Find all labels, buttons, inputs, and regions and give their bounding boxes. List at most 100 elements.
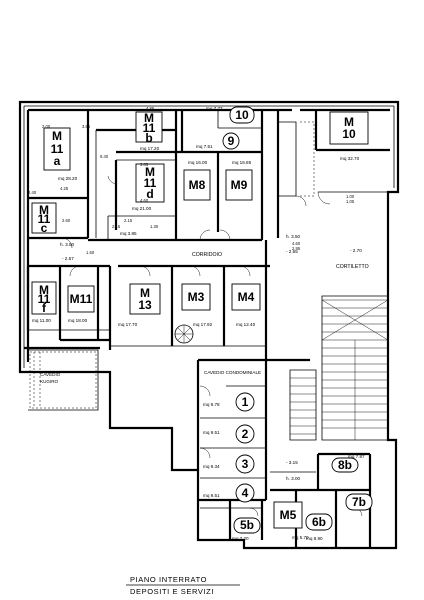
level-m315: - 3.15	[286, 460, 298, 465]
unit-m11a-line2: 11	[51, 142, 64, 156]
area-m8: mq 16.00	[188, 160, 208, 165]
drawing-title: PIANO INTERRATO DEPOSITI E SERVIZI	[126, 575, 240, 596]
area-m11: mq 18.00	[68, 318, 88, 323]
unit-boxes	[31, 111, 369, 529]
dim-460b: 4.60	[292, 241, 301, 246]
unit-box-m11c[interactable]	[31, 202, 57, 234]
area-small: mq 3.85	[120, 231, 137, 236]
unit-box-m11[interactable]	[67, 285, 95, 313]
level-m267: - 2.67	[62, 256, 74, 261]
unit-box-m4[interactable]	[231, 283, 261, 311]
area-m11d: mq 21.00	[132, 206, 152, 211]
unit-m9: M9	[231, 178, 248, 192]
corridoio-label: CORRIDOIO	[192, 252, 222, 258]
unit-box-m9[interactable]	[225, 169, 253, 201]
unit-m11d-line2: 11	[144, 176, 157, 190]
area-m10: mq 32.70	[340, 156, 360, 161]
dim-295: 2.95	[292, 246, 301, 251]
doors	[61, 175, 363, 517]
dim-100: 1.00	[346, 194, 355, 199]
hatch	[29, 121, 315, 409]
circle-c6b-area: mq 8.90	[306, 536, 323, 541]
unit-m11: M11	[70, 292, 93, 306]
circle-c8b-area: mq 7.87	[348, 454, 365, 459]
unit-box-m3[interactable]	[181, 283, 211, 311]
unit-m11d-line3: d	[146, 187, 153, 201]
unit-m11f-line1: M	[39, 283, 49, 297]
unit-areas: mq 28.20 mq 17.20 mq 21.00 mq 16.00 mq 1…	[32, 146, 360, 540]
dim-200: 2.00	[42, 124, 51, 129]
unit-m11b-line3: b	[145, 131, 152, 145]
dimensions: 2.00 3.85 4.85 2.40 2.60 9.40 4.25 4.60 …	[28, 106, 355, 255]
area-m3: mq 17.92	[193, 322, 213, 327]
unit-m11b-line1: M	[144, 111, 154, 125]
circle-c1-label: 1	[242, 395, 249, 409]
dim-215: 2.15	[124, 218, 133, 223]
unit-m11a-line3: a	[54, 154, 61, 168]
unit-box-m11f[interactable]	[31, 281, 57, 315]
unit-box-m11a[interactable]	[43, 127, 71, 171]
level-h300: h. 3.00	[286, 476, 300, 481]
cortiletto-label: CORTILETTO	[336, 264, 369, 270]
circle-c3-area: mq 9.34	[203, 464, 220, 469]
circle-c10-label: 10	[235, 108, 249, 122]
unit-box-m5[interactable]	[273, 501, 303, 529]
unit-box-m8[interactable]	[183, 169, 211, 201]
circle-c8b[interactable]	[331, 457, 359, 473]
unit-m13-line2: 13	[138, 298, 152, 312]
dim-215b: 2.15	[112, 224, 121, 229]
unit-m11d-line1: M	[145, 165, 155, 179]
unit-m11a-line1: M	[52, 129, 62, 143]
circle-c2-area: mq 9.51	[203, 430, 220, 435]
unit-m13-line1: M	[140, 286, 150, 300]
dim-260: 2.60	[62, 218, 71, 223]
unit-m11f-line3: f	[42, 301, 47, 315]
unit-m5: M5	[280, 508, 297, 522]
level-h350a: h. 3.50	[60, 242, 74, 247]
dim-425: 4.25	[60, 186, 69, 191]
kugiro-label: KUGIRO	[40, 379, 59, 384]
unit-labels: M 11 a M 11 b M 11 c M 11 d M8 M9 M 10 M…	[38, 111, 356, 522]
unit-m10-line2: 10	[342, 127, 356, 141]
circle-c5b-area: mq 7.20	[232, 536, 249, 541]
area-m11b: mq 17.20	[140, 146, 160, 151]
circle-c6b-label: 6b	[312, 515, 326, 529]
circle-c3-label: 3	[242, 457, 249, 471]
circle-c5b-label: 5b	[240, 518, 254, 532]
circle-units: 10 mq 7.77 9 mq 7.51 1 mq 9.78 2 mq 9.51…	[196, 106, 373, 541]
circle-c7b-label: 7b	[352, 495, 366, 509]
unit-box-m13[interactable]	[129, 283, 161, 315]
circle-c1-area: mq 9.78	[203, 402, 220, 407]
unit-box-m10[interactable]	[329, 111, 369, 145]
circle-c1[interactable]	[235, 392, 255, 412]
unit-m11f-line2: 11	[38, 292, 51, 306]
dim-105: 1.05	[346, 199, 355, 204]
unit-m11c-line2: 11	[38, 212, 51, 226]
area-names: CORRIDOIO CORTILETTO CAVEDIO CONDOMINIAL…	[40, 252, 369, 384]
circle-c9[interactable]	[222, 132, 240, 150]
circle-c7b[interactable]	[345, 493, 373, 511]
cavedio-condominiale-label: CAVEDIO CONDOMINIALE	[204, 370, 261, 375]
circle-c2[interactable]	[235, 424, 255, 444]
level-h350b: h. 3.50	[286, 234, 300, 239]
circle-c10-area: mq 7.77	[206, 106, 223, 111]
partitions	[24, 110, 390, 548]
circle-c6b[interactable]	[305, 513, 333, 531]
circle-c4-label: 4	[242, 486, 249, 500]
circle-c3[interactable]	[235, 454, 255, 474]
unit-m11c-line1: M	[39, 203, 49, 217]
unit-m3: M3	[188, 290, 205, 304]
circle-c10[interactable]	[229, 106, 255, 124]
circle-c5b[interactable]	[233, 517, 261, 534]
dim-385a: 3.85	[82, 124, 91, 129]
unit-box-m11b[interactable]	[135, 111, 163, 143]
dim-130: 1.30	[150, 224, 159, 229]
circle-c4[interactable]	[235, 483, 255, 503]
dim-150: 1.50	[86, 250, 95, 255]
circle-c9-label: 9	[228, 134, 235, 148]
area-m11f: mq 11.00	[32, 318, 51, 323]
level-m265: - 2.65	[286, 249, 298, 254]
unit-box-m11d[interactable]	[135, 163, 165, 203]
spiral-stair	[174, 324, 194, 344]
